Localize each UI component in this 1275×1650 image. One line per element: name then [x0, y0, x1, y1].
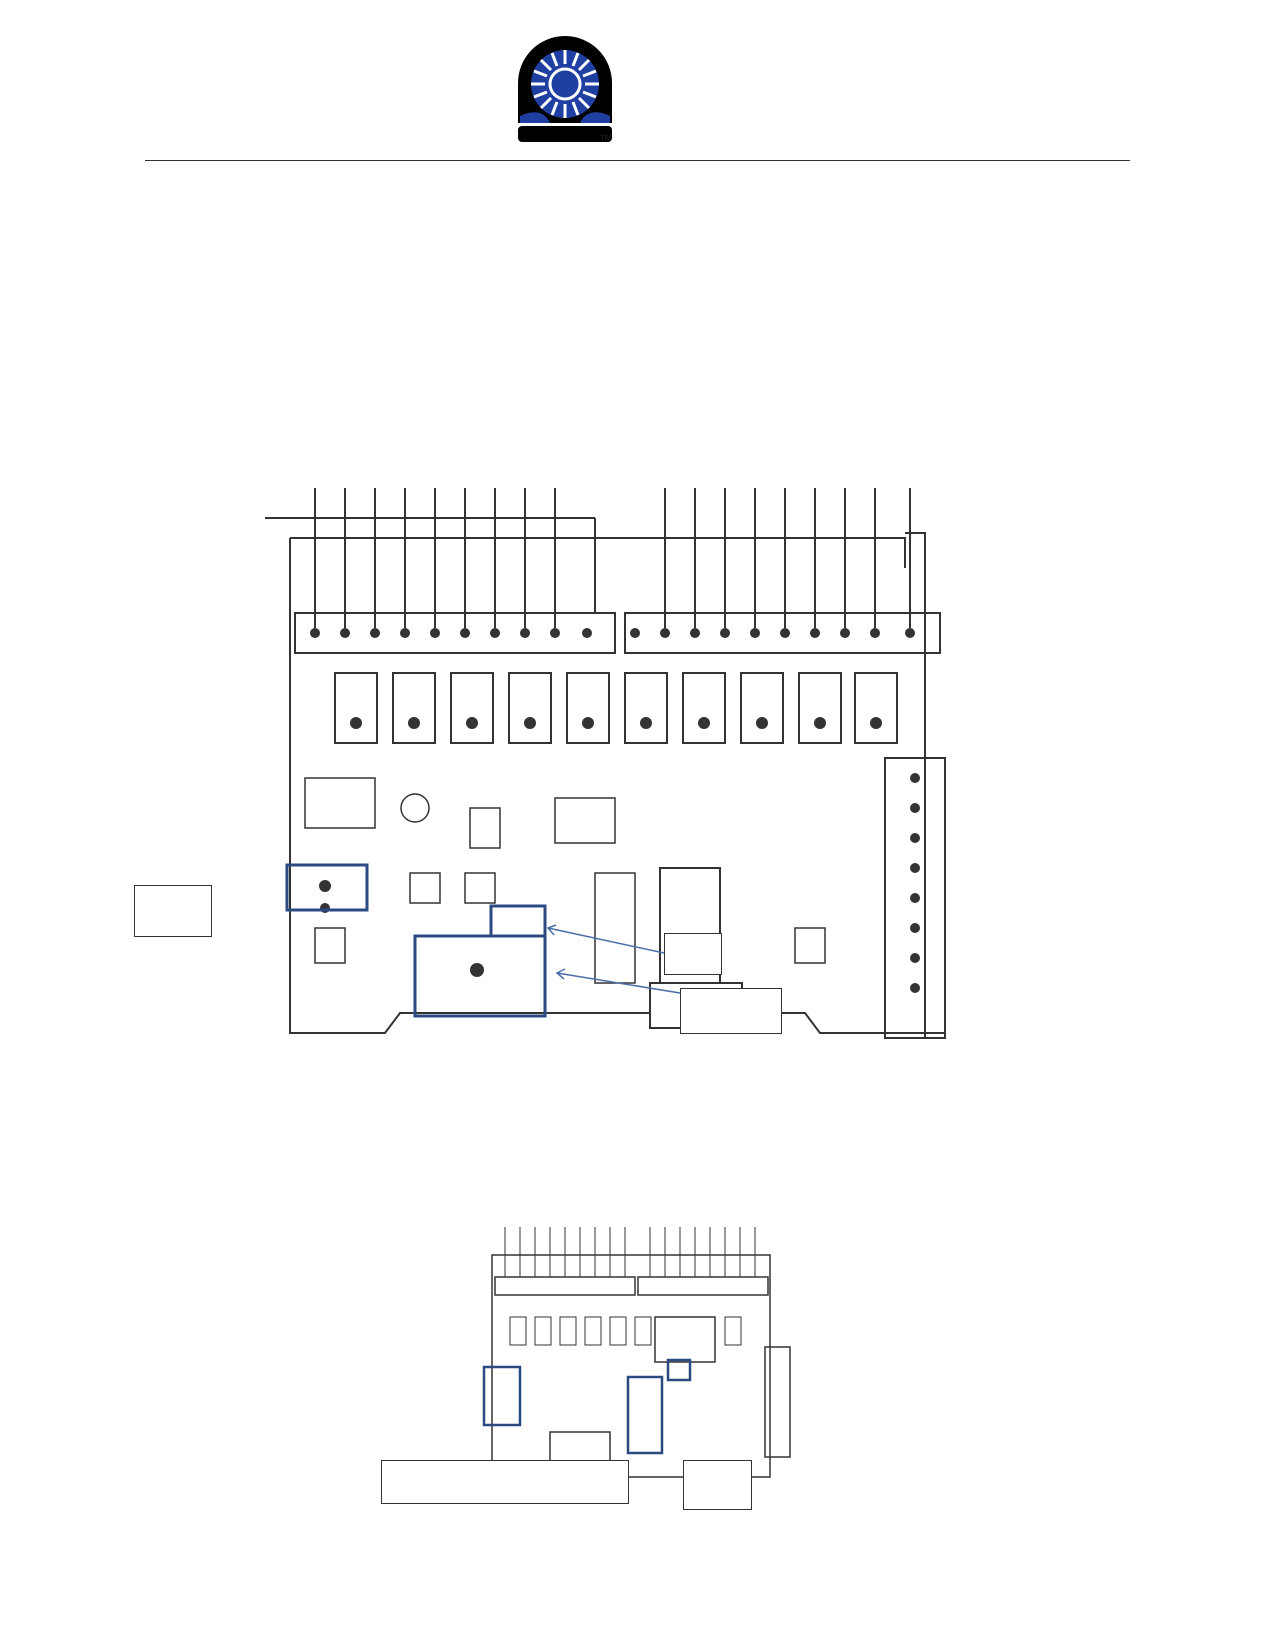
callout-box-left: [134, 885, 212, 937]
callout-box-bottom-small: [683, 1460, 752, 1510]
callout-box-right: [680, 988, 782, 1034]
highlight-boxes: [482, 1358, 692, 1455]
company-logo: [518, 36, 612, 142]
circuit-board-diagram-large: [265, 488, 1005, 1078]
header-divider: [145, 160, 1130, 161]
circuit-board-layout-icon: [491, 1254, 791, 1478]
highlight-boxes: [285, 863, 547, 1018]
trademark-mark: TM: [600, 134, 612, 143]
callout-arrows: [546, 924, 681, 994]
circuit-board-diagram-small: [480, 1227, 800, 1497]
callout-box-bottom-wide: [381, 1460, 629, 1504]
callout-box-mid: [664, 933, 722, 975]
